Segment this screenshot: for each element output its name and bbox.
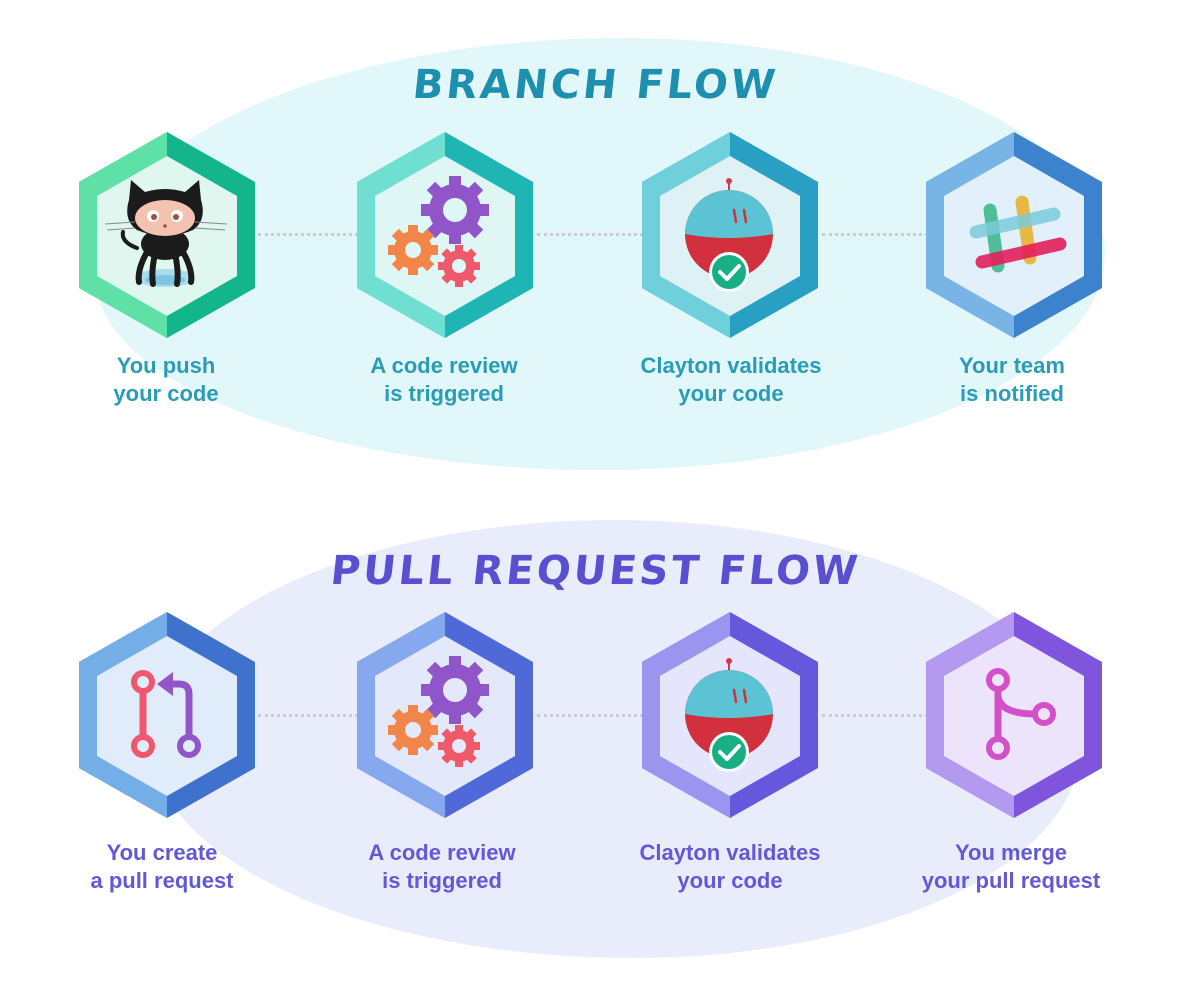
gears-icon bbox=[388, 656, 489, 767]
octocat-icon bbox=[104, 180, 228, 287]
slack-icon bbox=[969, 195, 1067, 273]
gears-icon bbox=[388, 176, 489, 287]
pr-step-1-hexagon bbox=[77, 610, 257, 820]
robot-check-icon bbox=[685, 178, 773, 292]
branch-step-3-hexagon bbox=[640, 130, 820, 340]
pr-connector-2 bbox=[537, 714, 643, 717]
pr-step-4-hexagon bbox=[924, 610, 1104, 820]
branch-connector-1 bbox=[258, 233, 358, 236]
branch-step-4-hexagon bbox=[924, 130, 1104, 340]
robot-check-icon bbox=[685, 658, 773, 772]
pull-request-icon bbox=[131, 670, 201, 758]
branch-connector-3 bbox=[822, 233, 928, 236]
merge-icon bbox=[986, 668, 1056, 760]
pr-step-2-hexagon bbox=[355, 610, 535, 820]
branch-step-2-hexagon bbox=[355, 130, 535, 340]
pull-request-flow-title: PULL REQUEST FLOW bbox=[328, 548, 863, 594]
branch-connector-2 bbox=[537, 233, 643, 236]
pr-connector-1 bbox=[258, 714, 358, 717]
pull-request-flow-background bbox=[150, 520, 1080, 958]
pr-connector-3 bbox=[822, 714, 928, 717]
branch-step-1-hexagon bbox=[77, 130, 257, 340]
pr-step-3-hexagon bbox=[640, 610, 820, 820]
branch-flow-title: BRANCH FLOW bbox=[410, 62, 781, 108]
